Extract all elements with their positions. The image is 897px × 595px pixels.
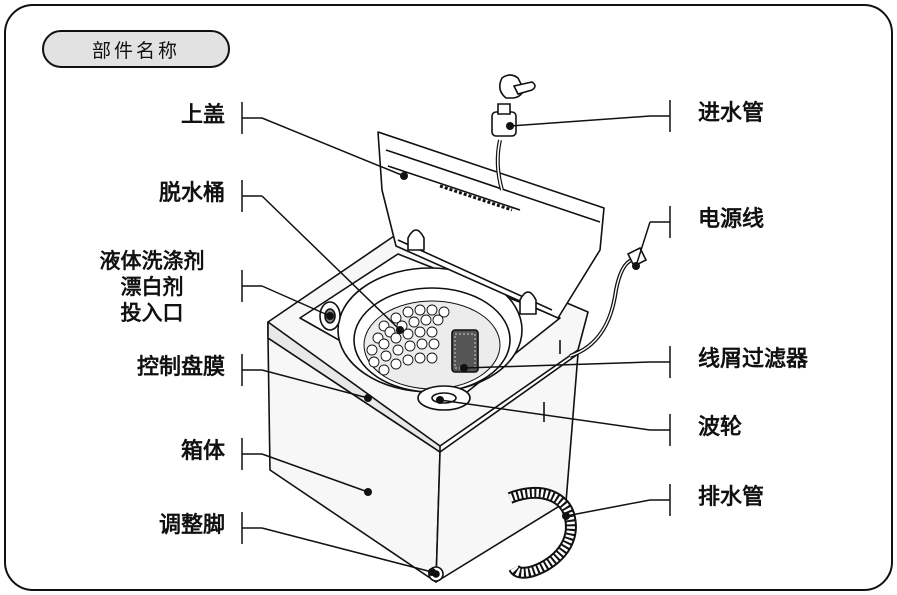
label-leveling-foot: 调整脚 bbox=[158, 513, 225, 538]
drain-hose bbox=[507, 486, 577, 579]
leader-dots bbox=[326, 122, 640, 576]
lid bbox=[377, 131, 605, 319]
leader-lines bbox=[241, 100, 671, 573]
label-detergent-inlet-line1: 液体洗涤剂 bbox=[99, 249, 205, 273]
diagram-title: 部件名称 bbox=[42, 30, 230, 68]
diagram-frame bbox=[4, 4, 893, 591]
label-power-cord: 电源线 bbox=[698, 207, 765, 232]
drum-holes bbox=[366, 304, 450, 376]
label-drum: 脱水桶 bbox=[158, 181, 225, 206]
label-detergent-inlet-line2: 漂白剂 bbox=[120, 275, 184, 299]
water-inlet-hose bbox=[491, 74, 536, 191]
label-control-panel: 控制盘膜 bbox=[136, 355, 225, 380]
power-cord bbox=[569, 246, 648, 358]
label-detergent-inlet-line3: 投入口 bbox=[120, 301, 184, 325]
lint-filter bbox=[451, 329, 479, 373]
label-top-lid: 上盖 bbox=[180, 103, 225, 128]
label-drain-hose: 排水管 bbox=[698, 485, 765, 510]
label-water-inlet-hose: 进水管 bbox=[698, 101, 765, 126]
label-lint-filter: 线屑过滤器 bbox=[698, 347, 809, 372]
label-detergent-inlet: 液体洗涤剂 漂白剂 投入口 bbox=[70, 248, 234, 326]
label-cabinet: 箱体 bbox=[180, 439, 225, 464]
label-pulsator: 波轮 bbox=[698, 415, 743, 440]
